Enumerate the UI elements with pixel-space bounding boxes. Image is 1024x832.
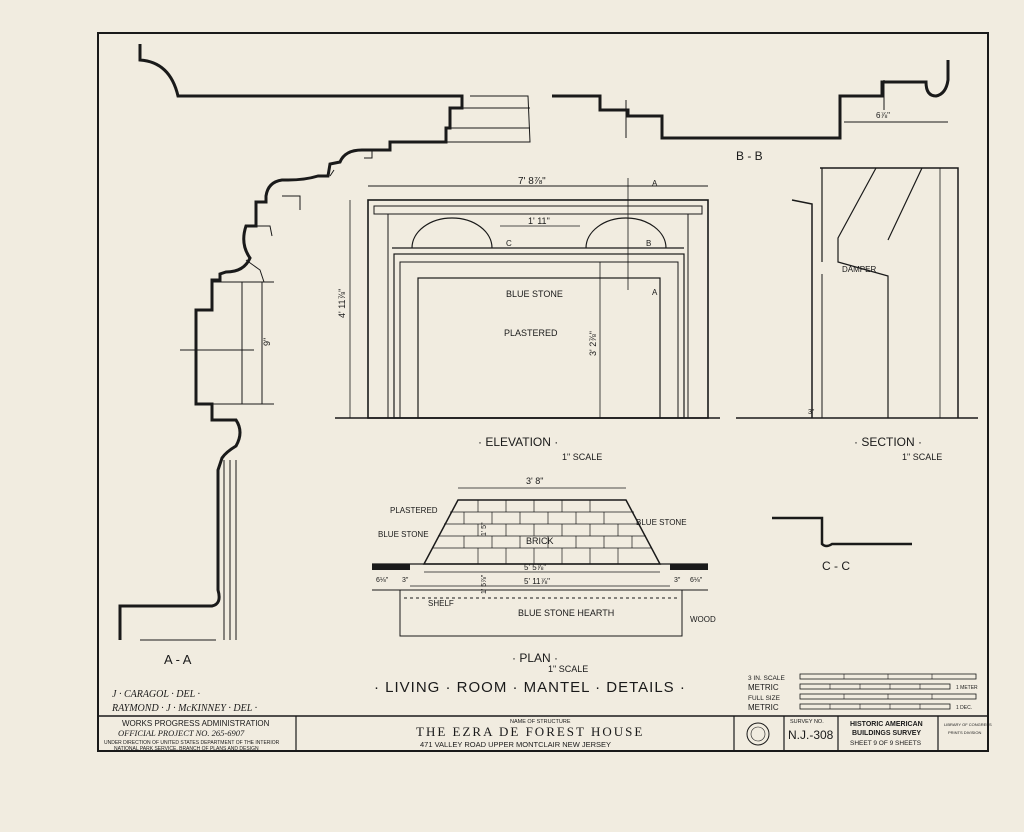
note-plastered: PLASTERED <box>504 328 558 338</box>
note-plan-plastered: PLASTERED <box>390 506 438 515</box>
elevation-view: 7' 8⅞" 1' 11" 4' 11⅞" 3' 2⅞" A A C B BLU… <box>335 176 720 462</box>
section-small-dim: 3" <box>808 409 815 416</box>
plan-right2-dim: 6⅛" <box>690 577 703 584</box>
elev-width-dim: 7' 8⅞" <box>518 176 546 187</box>
scale-inch-label: 3 IN. SCALE <box>748 675 786 682</box>
note-plan-blue-left: BLUE STONE <box>378 530 429 539</box>
plan-view: 3' 8" 5' 5⅞" 5' 11⅞" 6⅛" 3" 3" 6⅛" 1' 5"… <box>372 476 716 674</box>
scale-bar: 3 IN. SCALE METRIC FULL SIZE METRIC 1 ME… <box>748 673 978 712</box>
marker-a-side: A <box>652 288 658 297</box>
wpa-line-4: NATIONAL PARK SERVICE, BRANCH OF PLANS A… <box>114 746 259 752</box>
elevation-scale: 1" SCALE <box>562 452 602 462</box>
note-plan-blue-right: BLUE STONE <box>636 518 687 527</box>
sheet-border <box>97 32 989 752</box>
plan-left-dim: 6⅛" <box>376 577 389 584</box>
plan-right-dim: 3" <box>674 577 681 584</box>
sheet-number: SHEET 9 OF 9 SHEETS <box>850 740 922 747</box>
drawing-title: · LIVING · ROOM · MANTEL · DETAILS · <box>374 679 686 696</box>
note-wood: WOOD <box>690 615 716 624</box>
scale-metric-label-2: METRIC <box>748 703 779 712</box>
survey-number: N.J.-308 <box>788 728 834 742</box>
note-blue-stone: BLUE STONE <box>506 289 563 299</box>
plan-mid-dim: 5' 5⅞" <box>524 563 546 572</box>
structure-name: THE EZRA DE FOREST HOUSE <box>416 724 644 739</box>
wpa-line-1: WORKS PROGRESS ADMINISTRATION <box>122 719 270 728</box>
plan-scale: 1" SCALE <box>548 664 588 674</box>
bb-profile: 6⅞" B - B <box>552 60 950 163</box>
plan-depth2-dim: 1' 5⅞" <box>481 574 488 594</box>
scale-full-label: FULL SIZE <box>748 695 781 702</box>
cc-profile: C - C <box>772 516 912 573</box>
loc-line-2: PRINTS DIVISION <box>948 730 981 735</box>
section-view-label: · SECTION · <box>854 435 922 449</box>
plan-view-label: · PLAN · <box>512 651 558 665</box>
bb-depth-dim: 6⅞" <box>876 111 890 120</box>
aa-view-label: A - A <box>164 652 192 667</box>
note-shelf: SHELF <box>428 599 454 608</box>
section-view: DAMPER 3" · SECTION · 1" SCALE <box>736 167 978 462</box>
structure-address: 471 VALLEY ROAD UPPER MONTCLAIR NEW JERS… <box>420 740 611 749</box>
note-hearth: BLUE STONE HEARTH <box>518 608 614 618</box>
plan-right-jamb <box>670 564 708 570</box>
aa-height-dim: 9" <box>262 338 272 346</box>
structure-name-caption: NAME OF STRUCTURE <box>510 719 571 725</box>
plan-left2-dim: 3" <box>402 577 409 584</box>
scale-metric-label-1: METRIC <box>748 683 779 692</box>
elevation-view-label: · ELEVATION · <box>478 435 558 449</box>
bb-view-label: B - B <box>736 149 763 163</box>
habs-line-1: HISTORIC AMERICAN <box>850 721 923 728</box>
delineator-1: J · CARAGOL · DEL · <box>112 689 200 700</box>
scale-unit-2: 1 DEC. <box>956 705 972 711</box>
marker-c: C <box>506 239 512 248</box>
plan-left-jamb <box>372 564 410 570</box>
plan-bottom-dim: 5' 11⅞" <box>524 577 550 586</box>
survey-caption: SURVEY NO. <box>790 719 824 725</box>
interior-seal <box>746 722 770 746</box>
cc-view-label: C - C <box>822 559 850 573</box>
plan-depth-dim: 1' 5" <box>481 522 488 536</box>
habs-line-2: BUILDINGS SURVEY <box>852 730 921 737</box>
elev-height-dim: 4' 11⅞" <box>337 289 347 318</box>
opening-height-dim: 3' 2⅞" <box>588 331 598 356</box>
delineator-2: RAYMOND · J · McKINNEY · DEL · <box>111 703 257 714</box>
aa-profile: 9" A - A <box>118 44 531 667</box>
loc-line-1: LIBRARY OF CONGRESS <box>944 722 992 727</box>
marker-b: B <box>646 239 651 248</box>
scale-unit-1: 1 METER <box>956 685 978 691</box>
title-block: WORKS PROGRESS ADMINISTRATION OFFICIAL P… <box>104 716 992 752</box>
wpa-line-2: OFFICIAL PROJECT NO. 265-6907 <box>118 728 245 738</box>
note-brick: BRICK <box>526 536 554 546</box>
marker-a-top: A <box>652 179 658 188</box>
note-damper: DAMPER <box>842 265 876 274</box>
plan-top-dim: 3' 8" <box>526 476 543 486</box>
wpa-line-3: UNDER DIRECTION OF UNITED STATES DEPARTM… <box>104 740 280 746</box>
section-scale: 1" SCALE <box>902 452 942 462</box>
elev-inner-dim: 1' 11" <box>528 216 550 226</box>
